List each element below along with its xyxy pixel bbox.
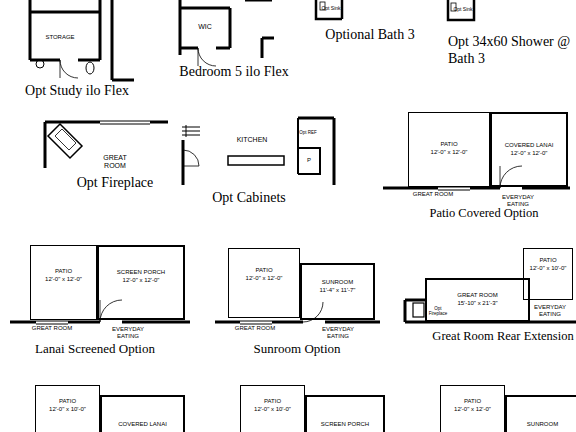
option-caption: Opt Fireplace (77, 175, 154, 192)
room-outline: PATIO12'-0" x 10'-0" (240, 385, 305, 432)
room-label: EVERYDAY EATING (532, 304, 568, 318)
room-label: Opt Sink (453, 6, 473, 12)
option-caption: Lanai Screened Option (35, 341, 155, 357)
room-label: Opt Sink (321, 5, 341, 11)
fireplace-symbol (413, 303, 424, 317)
room-outline: COVERED LANAI12'-0" x 12'-0" (490, 112, 568, 187)
room-label: 12'-0" x 10'-0" (49, 406, 86, 414)
wall-line (405, 300, 576, 322)
door-swing (60, 60, 78, 78)
kitchen-island (228, 156, 284, 165)
bath-walls (316, 0, 342, 19)
room-outline: PATIO12'-0" x 12'-0" (30, 245, 97, 320)
room-label: SUNROOM (322, 279, 353, 287)
option-caption: Opt 34x60 Shower @ Bath 3 (448, 34, 574, 68)
room-label: EVERYDAY EATING (110, 326, 146, 340)
room-label: 12'-0" x 12'-0" (431, 149, 468, 157)
option-caption: Optional Bath 3 (325, 27, 414, 44)
window (438, 187, 470, 190)
room-label: GREAT ROOM (413, 191, 453, 198)
room-label: WIC (198, 23, 212, 31)
option-caption: Great Room Rear Extension (432, 329, 573, 344)
option-caption: Patio Covered Option (429, 206, 538, 221)
window (240, 321, 272, 324)
wall-line (215, 321, 380, 324)
bedroom-walls (180, 0, 274, 58)
room-label: SUNROOM (527, 421, 558, 429)
room-label: EVERYDAY EATING (320, 326, 356, 340)
window (36, 321, 68, 324)
option-caption: Opt Cabinets (212, 190, 286, 207)
room-outline: COVERED LANAI (100, 395, 185, 432)
room-label: GREAT ROOM (235, 325, 275, 332)
room-label: 12'-0" x 12'-0" (45, 276, 82, 284)
room-label: 12'-0" x 12'-0" (123, 277, 160, 285)
shower-walls (448, 0, 474, 20)
room-label: KITCHEN (237, 136, 268, 144)
room-label: COVERED LANAI (118, 421, 167, 429)
room-label: 12'-0" x 12'-0" (454, 406, 491, 414)
room-label: PATIO (539, 257, 556, 265)
sink-symbol (36, 60, 44, 68)
room-label: 11'-4" x 11'-7" (319, 287, 355, 295)
option-caption: Opt Study ilo Flex (25, 83, 129, 100)
room-label: SCREEN PORCH (321, 421, 369, 429)
study-walls (30, 0, 134, 80)
room-outline: SUNROOM (505, 395, 576, 432)
room-outline: PATIO12'-0" x 10'-0" (523, 248, 573, 300)
room-label: 12'-0" x 12'-0" (246, 275, 283, 283)
door-swing (500, 166, 522, 188)
pantry-walls (298, 118, 320, 174)
room-label: 12'-0" x 10'-0" (254, 406, 291, 414)
room-label: PATIO (255, 267, 272, 275)
toilet-symbol (86, 62, 94, 74)
room-outline: PATIO12'-0" x 12'-0" (408, 112, 490, 187)
room-label: Opt Fireplace (428, 306, 448, 317)
room-label: PATIO (264, 398, 281, 406)
room-label: Opt REF (299, 130, 317, 135)
room-label: GREAT ROOM (457, 292, 497, 300)
room-label: GREAT ROOM (32, 325, 72, 332)
room-outline: PATIO12'-0" x 12'-0" (228, 248, 300, 318)
room-outline: SCREEN PORCH12'-0" x 12'-0" (97, 245, 185, 320)
door-swing (183, 150, 199, 166)
room-label: PATIO (55, 268, 72, 276)
room-label: PATIO (440, 141, 457, 149)
window (100, 121, 150, 124)
room-label: STORAGE (45, 34, 74, 41)
room-label: SCREEN PORCH (117, 269, 165, 277)
room-outline: SCREEN PORCH (305, 395, 385, 432)
room-outline: PATIO12'-0" x 10'-0" (35, 385, 100, 432)
room-label: P (307, 157, 311, 164)
room-label: COVERED LANAI (505, 142, 554, 150)
door-swing (198, 48, 216, 66)
great-room-walls (45, 122, 168, 168)
fireplace-hearth (55, 129, 76, 150)
option-caption: Bedroom 5 ilo Flex (179, 64, 288, 81)
room-label: GREAT ROOM (98, 154, 132, 171)
option-caption: Sunroom Option (253, 341, 340, 357)
kitchen-walls (183, 118, 334, 185)
room-label: PATIO (59, 398, 76, 406)
fireplace-symbol (48, 124, 82, 158)
room-label: 12'-0" x 10'-0" (530, 265, 567, 273)
stair-symbol (182, 125, 200, 137)
room-label: PATIO (464, 398, 481, 406)
room-outline: PATIO12'-0" x 12'-0" (440, 385, 505, 432)
room-label: 15'-10" x 21'-3" (457, 300, 497, 308)
room-outline: SUNROOM11'-4" x 11'-7" (300, 263, 375, 320)
room-label: 12'-0" x 12'-0" (511, 150, 548, 158)
